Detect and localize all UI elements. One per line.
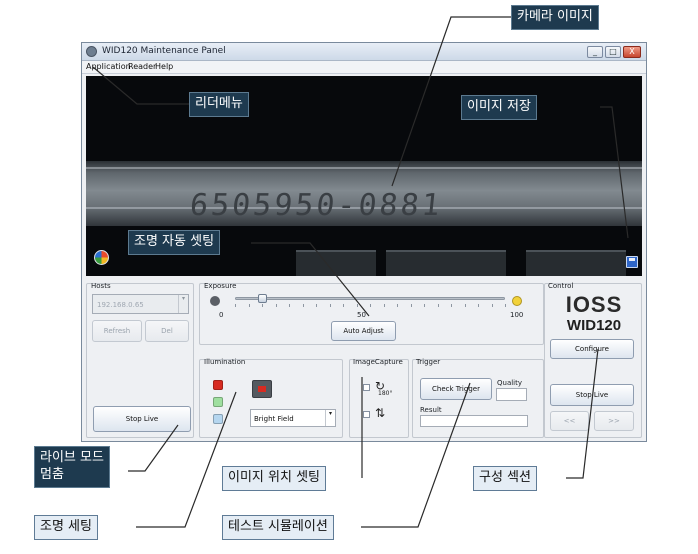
callout-auto-lighting: 조명 자동 셋팅	[128, 230, 221, 255]
quality-field[interactable]	[496, 388, 527, 401]
exposure-max-label: 100	[510, 311, 524, 319]
light-panel-icon[interactable]	[252, 380, 272, 398]
refresh-button[interactable]: Refresh	[92, 320, 142, 342]
exposure-tick	[424, 304, 425, 307]
callout-stop-live: 라이브 모드 멈춤	[34, 446, 110, 488]
exposure-tick	[397, 304, 398, 307]
callout-lighting-setting: 조명 세팅	[34, 515, 98, 540]
result-label: Result	[420, 406, 442, 414]
exposure-mid-label: 50	[357, 311, 366, 319]
exposure-tick	[437, 304, 439, 307]
circuit-board	[386, 250, 506, 276]
exposure-tick	[491, 304, 493, 307]
title-bar[interactable]: WID120 Maintenance Panel _ □ X	[82, 43, 646, 61]
window-title: WID120 Maintenance Panel	[102, 46, 226, 56]
stop-live-button-hosts[interactable]: Stop Live	[93, 406, 191, 432]
blue-led-icon[interactable]	[213, 414, 223, 424]
exposure-tick	[262, 304, 263, 307]
image-capture-label: ImageCapture	[353, 358, 403, 366]
exposure-tick	[478, 304, 479, 307]
tire-edge-line	[86, 167, 642, 169]
hosts-label: Hosts	[91, 282, 111, 290]
callout-camera-image: 카메라 이미지	[511, 5, 599, 30]
red-led-icon[interactable]	[213, 380, 223, 390]
exposure-tick	[343, 304, 344, 307]
del-button[interactable]: Del	[145, 320, 189, 342]
app-icon	[86, 46, 97, 57]
hosts-panel: Hosts 192.168.0.65 ▾ Refresh Del Stop Li…	[86, 282, 194, 438]
exposure-tick	[410, 304, 412, 307]
exposure-tick	[370, 304, 371, 307]
exposure-tick	[356, 304, 358, 307]
illumination-label: Illumination	[204, 358, 246, 366]
next-button[interactable]: >>	[594, 411, 634, 431]
exposure-tick	[329, 304, 331, 307]
illumination-mode-select[interactable]: Bright Field ▾	[250, 409, 336, 427]
exposure-tick	[275, 304, 277, 307]
callout-config-section: 구성 섹션	[473, 466, 537, 491]
save-image-icon[interactable]	[626, 256, 638, 268]
reader-logo-icon[interactable]	[94, 250, 109, 265]
prev-button[interactable]: <<	[550, 411, 589, 431]
control-label: Control	[548, 282, 574, 290]
host-select[interactable]: 192.168.0.65 ▾	[92, 294, 189, 314]
exposure-slider-track[interactable]	[235, 297, 505, 300]
exposure-tick	[505, 304, 506, 307]
ioss-logo: IOSS	[565, 292, 623, 317]
menu-bar: Application Reader Help	[82, 61, 646, 74]
callout-test-simulation: 테스트 시뮬레이션	[222, 515, 334, 540]
maximize-button[interactable]: □	[605, 46, 621, 58]
exposure-tick	[302, 304, 304, 307]
green-led-icon[interactable]	[213, 397, 223, 407]
control-panel: Control IOSS WID120 Configure Stop Live …	[544, 282, 642, 438]
callout-save-image: 이미지 저장	[461, 95, 537, 120]
exposure-slider-thumb[interactable]	[258, 294, 267, 303]
illumination-mode-value: Bright Field	[254, 415, 294, 423]
callout-reader-menu: 리더메뉴	[189, 92, 249, 117]
close-button[interactable]: X	[623, 46, 641, 58]
wid120-logo: WID120	[566, 317, 622, 334]
quality-label: Quality	[497, 379, 523, 387]
flip-icon: ⇅	[375, 406, 386, 420]
tire-sidewall	[86, 161, 642, 226]
menu-reader[interactable]: Reader	[128, 62, 157, 71]
host-select-value: 192.168.0.65	[97, 301, 144, 309]
exposure-tick	[248, 304, 250, 307]
dark-bulb-icon	[210, 296, 220, 306]
image-capture-panel: ImageCapture ↻ 180° ⇅	[349, 358, 409, 438]
callout-stop-live-line1: 라이브 모드	[40, 450, 104, 465]
exposure-panel: Exposure 0 50 100 Auto Adjust	[199, 282, 544, 345]
auto-adjust-button[interactable]: Auto Adjust	[331, 321, 396, 341]
circuit-board	[526, 250, 626, 276]
callout-stop-live-line2: 멈춤	[40, 466, 64, 482]
exposure-tick	[451, 304, 452, 307]
exposure-tick	[316, 304, 317, 307]
rotate-checkbox[interactable]	[363, 384, 370, 391]
illumination-panel: Illumination Bright Field ▾	[199, 358, 343, 438]
rotate-label: 180°	[378, 390, 393, 397]
chevron-down-icon[interactable]: ▾	[325, 410, 335, 426]
exposure-tick	[235, 304, 236, 307]
result-field[interactable]	[420, 415, 528, 427]
menu-application[interactable]: Application	[86, 62, 131, 71]
minimize-button[interactable]: _	[587, 46, 603, 58]
stop-live-button-control[interactable]: Stop Live	[550, 384, 634, 406]
chevron-down-icon[interactable]: ▾	[178, 295, 188, 313]
flip-checkbox[interactable]	[363, 411, 370, 418]
circuit-board	[296, 250, 376, 276]
bright-bulb-icon	[512, 296, 522, 306]
menu-help[interactable]: Help	[155, 62, 174, 71]
exposure-tick	[383, 304, 385, 307]
tire-edge-line	[86, 207, 642, 209]
tire-serial-text: 6505950-0881	[188, 188, 445, 223]
check-trigger-button[interactable]: Check Trigger	[420, 378, 492, 400]
trigger-panel: Trigger Check Trigger Quality Result	[412, 358, 544, 438]
exposure-label: Exposure	[204, 282, 237, 290]
exposure-tick	[464, 304, 466, 307]
exposure-min-label: 0	[219, 311, 224, 319]
callout-image-position: 이미지 위치 셋팅	[222, 466, 326, 491]
exposure-tick	[289, 304, 290, 307]
trigger-label: Trigger	[416, 358, 441, 366]
configure-button[interactable]: Configure	[550, 339, 634, 359]
